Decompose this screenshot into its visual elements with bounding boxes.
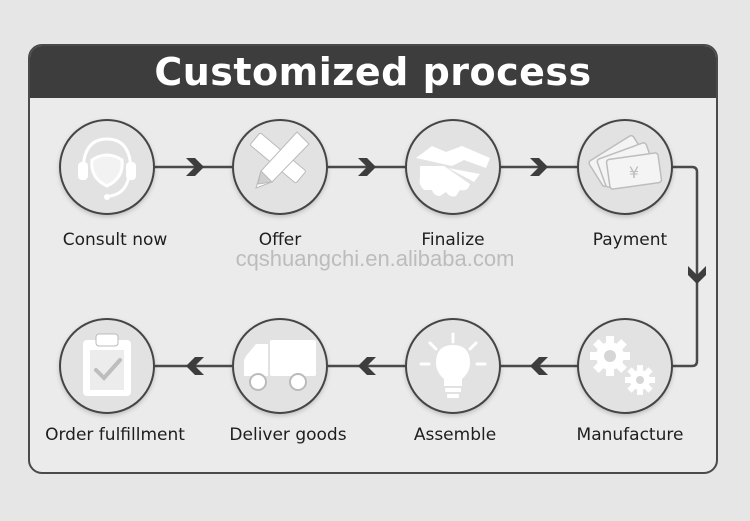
truck-icon — [244, 340, 316, 391]
svg-text:¥: ¥ — [629, 163, 639, 182]
arrow-down-icon — [688, 266, 706, 284]
step-label-manufacture: Manufacture — [576, 425, 684, 445]
step-label-payment: Payment — [592, 230, 668, 250]
step-label-deliver: Deliver goods — [229, 425, 347, 445]
arrow-left-icon — [358, 357, 376, 375]
clipboard-check-icon — [83, 333, 131, 396]
banknotes-icon: ¥ — [588, 134, 663, 190]
pencil-ruler-icon — [250, 131, 310, 189]
arrow-right-icon — [530, 158, 548, 176]
step-label-consult: Consult now — [62, 230, 168, 250]
step-label-assemble: Assemble — [413, 425, 497, 445]
handshake-icon — [416, 146, 490, 197]
arrow-left-icon — [186, 357, 204, 375]
gears-icon — [590, 336, 655, 395]
step-label-order-fulfillment: Order fulfillment — [45, 425, 185, 445]
arrow-right-icon — [186, 158, 204, 176]
header-bar: Customized process — [30, 46, 716, 98]
headset-icon — [78, 137, 136, 200]
arrow-right-icon — [358, 158, 376, 176]
arrow-left-icon — [530, 357, 548, 375]
watermark: cqshuangchi.en.alibaba.com — [235, 246, 515, 271]
step-label-finalize: Finalize — [421, 230, 485, 250]
step-label-offer: Offer — [258, 230, 302, 250]
process-card: Customized process — [28, 44, 718, 474]
lightbulb-icon — [419, 332, 487, 398]
page-title: Customized process — [154, 50, 592, 94]
